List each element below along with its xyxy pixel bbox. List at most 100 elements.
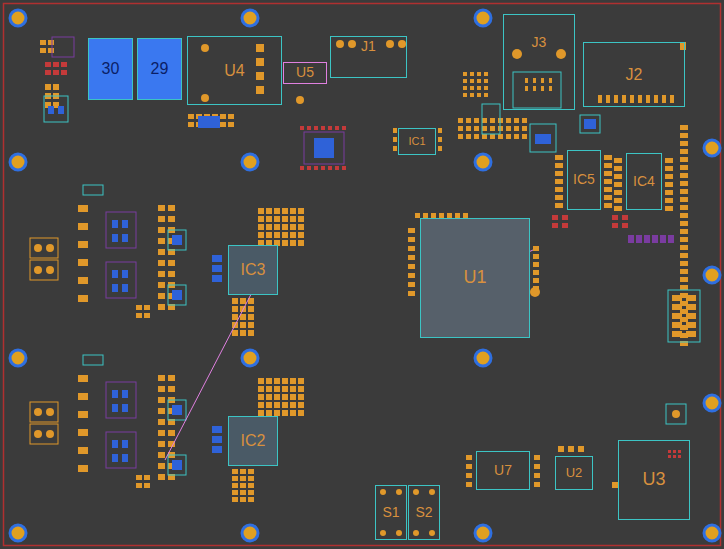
- smd-pad: [466, 126, 471, 131]
- smd-pad: [290, 394, 296, 400]
- reference-designator: U2: [564, 466, 585, 480]
- smd-pad: [300, 126, 304, 130]
- via-pad: [672, 410, 680, 418]
- smd-pad: [506, 118, 511, 123]
- smd-pad: [298, 394, 304, 400]
- smd-pad: [614, 174, 622, 179]
- smd-pad: [136, 305, 142, 310]
- smd-pad: [61, 70, 67, 75]
- smd-pad: [614, 166, 622, 171]
- smd-pad: [665, 174, 673, 179]
- smd-pad: [136, 483, 142, 488]
- smd-pad: [555, 203, 563, 208]
- smd-pad: [533, 270, 539, 275]
- smd-pad: [136, 475, 142, 480]
- smd-pad: [298, 378, 304, 384]
- smd-pad: [48, 48, 54, 53]
- smd-pad: [604, 179, 612, 184]
- smd-pad: [482, 118, 487, 123]
- smd-pad: [248, 306, 254, 312]
- via-pad: [296, 96, 304, 104]
- smd-pad: [534, 473, 540, 478]
- reference-designator: J1: [359, 39, 378, 54]
- smd-pad: [48, 106, 54, 114]
- via-pad: [380, 530, 386, 536]
- reference-designator: U4: [222, 62, 246, 80]
- smd-pad: [168, 386, 175, 392]
- smd-pad: [482, 134, 487, 139]
- smd-pad: [248, 483, 254, 488]
- smd-pad: [622, 223, 628, 228]
- smd-pad: [335, 166, 339, 170]
- smd-pad: [680, 269, 688, 274]
- smd-pad: [248, 490, 254, 495]
- smd-pad: [604, 155, 612, 160]
- smd-pad: [321, 166, 325, 170]
- reference-designator: S1: [380, 505, 401, 520]
- smd-pad: [172, 235, 182, 245]
- smd-pad: [232, 306, 238, 312]
- smd-pad: [678, 450, 681, 453]
- smd-pad: [188, 122, 194, 127]
- smd-pad: [522, 134, 527, 139]
- smd-pad: [144, 475, 150, 480]
- smd-pad: [61, 62, 67, 67]
- smd-pad: [188, 114, 194, 119]
- smd-pad: [555, 195, 563, 200]
- smd-pad: [282, 402, 288, 408]
- smd-pad: [342, 126, 346, 130]
- smd-pad: [58, 106, 64, 114]
- via-pad: [46, 244, 54, 252]
- smd-pad: [562, 223, 568, 228]
- mounting-hole: [10, 525, 26, 541]
- smd-pad: [668, 235, 674, 243]
- mounting-hole: [475, 525, 491, 541]
- reference-designator: U3: [640, 470, 667, 490]
- connector-outline: [30, 238, 58, 258]
- smd-pad: [328, 126, 332, 130]
- smd-pad: [248, 469, 254, 474]
- smd-pad: [484, 86, 488, 90]
- smd-pad: [240, 322, 246, 328]
- smd-pad: [604, 187, 612, 192]
- smd-pad: [533, 254, 539, 259]
- smd-pad: [122, 220, 128, 228]
- smd-pad: [220, 114, 226, 119]
- smd-pad: [248, 476, 254, 481]
- smd-pad: [470, 86, 474, 90]
- smd-pad: [672, 295, 682, 301]
- smd-pad: [408, 237, 415, 242]
- smd-pad: [477, 86, 481, 90]
- smd-pad: [232, 476, 238, 481]
- smd-pad: [258, 208, 264, 214]
- smd-pad: [408, 273, 415, 278]
- component-outline: IC1: [398, 128, 436, 155]
- smd-pad: [474, 126, 479, 131]
- connector-outline: [30, 424, 58, 444]
- smd-pad: [172, 290, 182, 300]
- smd-pad: [158, 375, 165, 381]
- via-pad: [34, 430, 42, 438]
- smd-pad: [274, 232, 280, 238]
- smd-pad: [298, 216, 304, 222]
- smd-pad: [212, 436, 222, 443]
- smd-pad: [220, 122, 226, 127]
- smd-pad: [228, 114, 234, 119]
- reference-designator: U7: [492, 463, 514, 478]
- smd-pad: [578, 446, 584, 452]
- smd-pad: [144, 305, 150, 310]
- smd-pad: [122, 234, 128, 242]
- part-outline: [304, 132, 344, 164]
- smd-pad: [274, 224, 280, 230]
- smd-pad: [122, 454, 128, 462]
- smd-pad: [490, 118, 495, 123]
- component-outline: U3: [618, 440, 690, 520]
- smd-pad: [256, 72, 264, 80]
- part-outline: [666, 404, 686, 424]
- smd-pad: [212, 275, 222, 282]
- via-pad: [348, 40, 356, 48]
- smd-pad: [307, 166, 311, 170]
- smd-pad: [552, 223, 558, 228]
- mounting-hole: [242, 350, 258, 366]
